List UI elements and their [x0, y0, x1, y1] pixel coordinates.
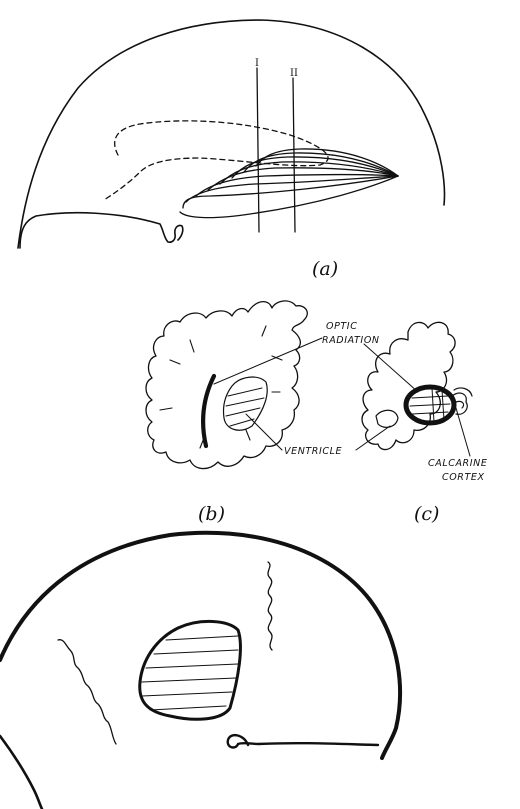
panel-d	[0, 533, 400, 809]
panel-a: I II (a)	[18, 20, 444, 280]
panel-label-b: (b)	[198, 503, 225, 525]
leader-ventricle-to-c	[356, 426, 390, 450]
panel-c: (c)	[362, 322, 472, 525]
incision-scar-vertical	[268, 562, 272, 650]
section-label-I: I	[255, 58, 259, 69]
brain-section-b-sulci	[160, 326, 282, 448]
section-label-II: II	[290, 68, 298, 79]
section-line-I	[257, 68, 259, 232]
brain-section-c-lobe	[376, 410, 398, 427]
ventricle-b-hatching	[226, 388, 264, 426]
incision-scar-diagonal	[58, 640, 116, 744]
ventricle-b	[223, 377, 267, 430]
leader-ventricle-to-b	[246, 414, 282, 450]
brain-section-b-outline	[146, 301, 307, 469]
callout-radiation: RADIATION	[322, 335, 380, 346]
brow-outline-a	[20, 213, 183, 248]
callout-calcarine: CALCARINE	[428, 458, 487, 469]
leader-calcarine	[456, 408, 470, 456]
panel-label-a: (a)	[312, 258, 338, 280]
optic-radiation-band-b	[203, 376, 214, 446]
craniotomy-hatching	[142, 636, 238, 710]
panel-b: (b)	[146, 301, 307, 525]
section-line-II	[293, 78, 295, 232]
callout-optic: OPTIC	[326, 321, 357, 332]
callout-ventricle: VENTRICLE	[284, 446, 342, 457]
skull-outline-a	[18, 20, 444, 248]
ear-outline-d	[228, 735, 378, 747]
panel-label-c: (c)	[414, 503, 439, 525]
leader-optic-to-c	[364, 344, 418, 392]
craniotomy-flap	[140, 621, 241, 719]
leader-optic-to-b	[214, 338, 322, 384]
face-profile-d	[0, 736, 42, 809]
callout-cortex: CORTEX	[442, 472, 485, 483]
callouts: OPTIC RADIATION VENTRICLE CALCARINE CORT…	[214, 321, 487, 483]
skull-outline-d	[0, 533, 400, 758]
